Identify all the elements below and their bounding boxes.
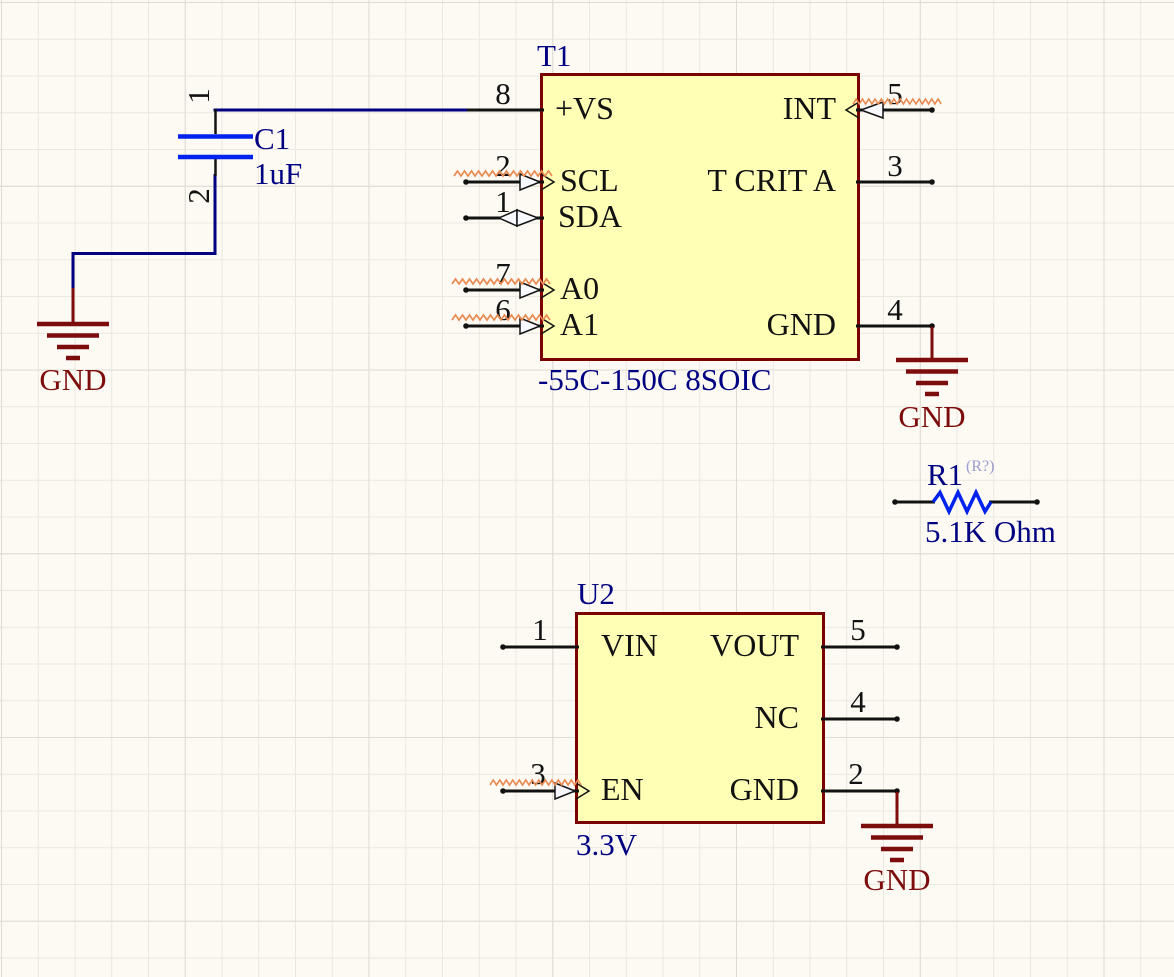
- pin-number: 5: [887, 76, 903, 111]
- r1-value[interactable]: 5.1K Ohm: [925, 514, 1056, 549]
- pin-number: 1: [532, 612, 548, 647]
- t1-pin-8-vs[interactable]: 8 +VS: [467, 76, 614, 126]
- pin-name: VIN: [601, 627, 658, 663]
- pin-number: 4: [887, 292, 903, 327]
- input-arrow-icon: [519, 280, 543, 300]
- pin-name: VOUT: [710, 627, 799, 663]
- input-arrow-icon: [554, 781, 578, 801]
- input-chevron-icon: [540, 281, 556, 299]
- t1-pin-4-gnd[interactable]: 4 GND: [767, 292, 935, 342]
- input-arrow-icon: [519, 172, 543, 192]
- input-arrow-icon: [519, 316, 543, 336]
- pin-end-dot: [463, 179, 469, 185]
- component-t1[interactable]: T1 -55C-150C 8SOIC 8 +VS 2 SCL 1 SDA: [463, 38, 935, 397]
- pin-number: 1: [495, 184, 511, 219]
- pin-name: INT: [783, 90, 837, 126]
- u2-body[interactable]: [575, 612, 825, 824]
- pin-number: 3: [530, 756, 546, 791]
- r1-designator[interactable]: R1: [927, 457, 963, 492]
- pin-name: EN: [601, 771, 644, 807]
- t1-pin-6-a1[interactable]: 6 A1: [463, 292, 599, 342]
- input-chevron-icon: [575, 782, 591, 800]
- c1-designator[interactable]: C1: [254, 121, 290, 156]
- pin-end-dot: [929, 179, 935, 185]
- pin-end-dot: [500, 644, 506, 650]
- input-chevron-icon: [540, 317, 556, 335]
- bidirectional-arrow-right-icon: [516, 208, 541, 228]
- component-c1[interactable]: 1 2 C1 1uF: [178, 88, 302, 204]
- pin-name: NC: [755, 699, 799, 735]
- c1-pin2-number: 2: [181, 188, 216, 204]
- r1-annotation: (R?): [966, 458, 994, 475]
- gnd-label[interactable]: GND: [898, 399, 965, 434]
- pin-end-dot: [894, 716, 900, 722]
- component-r1[interactable]: R1 (R?) 5.1K Ohm: [892, 457, 1056, 549]
- t1-pin-2-scl[interactable]: 2 SCL: [463, 148, 619, 198]
- t1-pin-3-tcrit[interactable]: 3 T CRIT A: [707, 148, 935, 198]
- pin-number: 2: [848, 756, 864, 791]
- gnd-port-t1[interactable]: GND: [896, 327, 968, 434]
- pin-number: 6: [495, 292, 511, 327]
- gnd-port-u2[interactable]: GND: [861, 792, 933, 897]
- u2-designator[interactable]: U2: [577, 576, 615, 611]
- pin-number: 3: [887, 148, 903, 183]
- pin-name: +VS: [555, 90, 614, 126]
- u2-pin-2-gnd[interactable]: 2 GND: [730, 756, 900, 807]
- pin-end-dot: [894, 644, 900, 650]
- gnd-label[interactable]: GND: [863, 862, 930, 897]
- pin-name: A0: [560, 270, 599, 306]
- gnd-port-left[interactable]: GND: [37, 288, 109, 397]
- t1-designator[interactable]: T1: [537, 38, 571, 73]
- net-wires[interactable]: [71, 108, 467, 289]
- t1-comment[interactable]: -55C-150C 8SOIC: [538, 362, 771, 397]
- pin-end-dot: [463, 323, 469, 329]
- c1-value[interactable]: 1uF: [254, 156, 302, 191]
- u2-comment[interactable]: 3.3V: [576, 827, 638, 862]
- gnd-label[interactable]: GND: [39, 362, 106, 397]
- u2-pin-1-vin[interactable]: 1 VIN: [500, 612, 658, 663]
- pin-number: 5: [850, 612, 866, 647]
- component-u2[interactable]: U2 3.3V 1 VIN 3 EN 5 VOUT 4 NC: [500, 576, 900, 862]
- t1-body[interactable]: [540, 73, 860, 361]
- input-chevron-icon: [844, 101, 860, 119]
- resistor-zigzag[interactable]: [931, 488, 993, 516]
- pin-name: SCL: [560, 162, 619, 198]
- pin-name: SDA: [558, 198, 622, 234]
- pin-name: A1: [560, 306, 599, 342]
- pin-end-dot: [1034, 499, 1040, 505]
- pin-end-dot: [463, 215, 469, 221]
- pin-name: GND: [730, 771, 799, 807]
- t1-pin-1-sda[interactable]: 1 SDA: [463, 184, 622, 234]
- c1-pin1-number: 1: [181, 88, 216, 104]
- pin-end-dot: [500, 788, 506, 794]
- pin-end-dot: [929, 107, 935, 113]
- u2-pin-5-vout[interactable]: 5 VOUT: [710, 612, 900, 663]
- pin-number: 7: [495, 256, 511, 291]
- pin-number: 2: [495, 148, 511, 183]
- pin-name: GND: [767, 306, 836, 342]
- pin-number: 4: [850, 684, 866, 719]
- pin-end-dot: [892, 499, 898, 505]
- input-arrow-icon: [858, 100, 884, 120]
- wire-c1-to-gnd[interactable]: [71, 174, 217, 289]
- pin-end-dot: [463, 287, 469, 293]
- u2-pin-3-en[interactable]: 3 EN: [500, 756, 644, 807]
- pin-number: 8: [495, 76, 511, 111]
- u2-pin-4-nc[interactable]: 4 NC: [755, 684, 900, 735]
- pin-name: T CRIT A: [707, 162, 836, 198]
